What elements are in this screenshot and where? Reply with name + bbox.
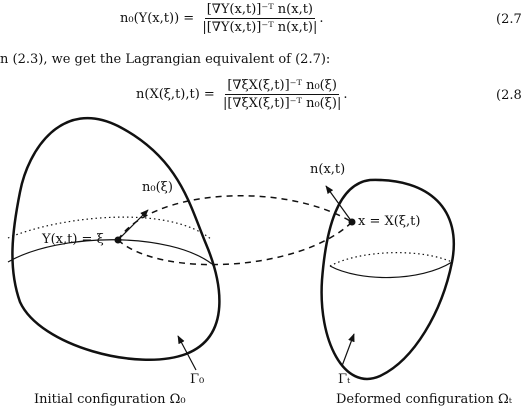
- initial-section-front: [7, 239, 213, 265]
- mapping-curve-lower: [117, 221, 353, 266]
- initial-body-outline: [11, 117, 221, 361]
- deformed-section-back: [329, 252, 453, 267]
- equation-number: (2.7: [496, 12, 522, 27]
- initial-section-back: [7, 216, 213, 241]
- caption-initial: Initial configuration Ω₀: [34, 392, 186, 407]
- deformed-body-outline: [320, 178, 455, 381]
- equals-sign: =: [179, 11, 199, 26]
- normal-initial-label: n₀(ξ): [142, 180, 173, 195]
- equation-2-8: n(X(ξ,t),t) = [∇ξX(ξ,t)]⁻ᵀ n₀(ξ) |[∇ξX(ξ…: [136, 78, 348, 111]
- equation-lhs: n(X(ξ,t),t): [136, 87, 200, 102]
- equation-number: (2.8: [496, 88, 522, 103]
- equation-fraction: [∇ξX(ξ,t)]⁻ᵀ n₀(ξ) |[∇ξX(ξ,t)]⁻ᵀ n₀(ξ)|: [221, 78, 343, 111]
- boundary-initial-arrow: [177, 335, 197, 371]
- normal-initial-arrow: [117, 209, 149, 241]
- caption-deformed: Deformed configuration Ωₜ: [336, 392, 512, 407]
- equation-denominator: |[∇ξX(ξ,t)]⁻ᵀ n₀(ξ)|: [222, 96, 342, 111]
- deformed-section-front: [329, 261, 453, 279]
- point-deformed-label: x = X(ξ,t): [358, 214, 421, 229]
- equation-2-7: n₀(Y(x,t)) = [∇Y(x,t)]⁻ᵀ n(x,t) |[∇Y(x,t…: [120, 2, 324, 35]
- point-initial-label: Y(x,t) = ξ: [42, 232, 104, 247]
- paragraph-text: n (2.3), we get the Lagrangian equivalen…: [0, 52, 331, 67]
- equation-numerator: [∇ξX(ξ,t)]⁻ᵀ n₀(ξ): [225, 78, 339, 95]
- boundary-deformed-arrow: [341, 333, 355, 367]
- equation-fraction: [∇Y(x,t)]⁻ᵀ n(x,t) |[∇Y(x,t)]⁻ᵀ n(x,t)|: [200, 2, 319, 35]
- boundary-initial-label: Γ₀: [190, 372, 205, 387]
- normal-deformed-arrow: [325, 185, 353, 223]
- equation-lhs: n₀(Y(x,t)): [120, 11, 180, 26]
- boundary-deformed-label: Γₜ: [338, 372, 351, 387]
- normal-deformed-label: n(x,t): [310, 162, 346, 177]
- equals-sign: =: [199, 87, 219, 102]
- equation-tail: .: [319, 11, 324, 26]
- equation-denominator: |[∇Y(x,t)]⁻ᵀ n(x,t)|: [202, 20, 318, 35]
- equation-tail: .: [343, 87, 348, 102]
- mapping-curve-upper: [117, 194, 353, 241]
- equation-numerator: [∇Y(x,t)]⁻ᵀ n(x,t): [204, 2, 315, 19]
